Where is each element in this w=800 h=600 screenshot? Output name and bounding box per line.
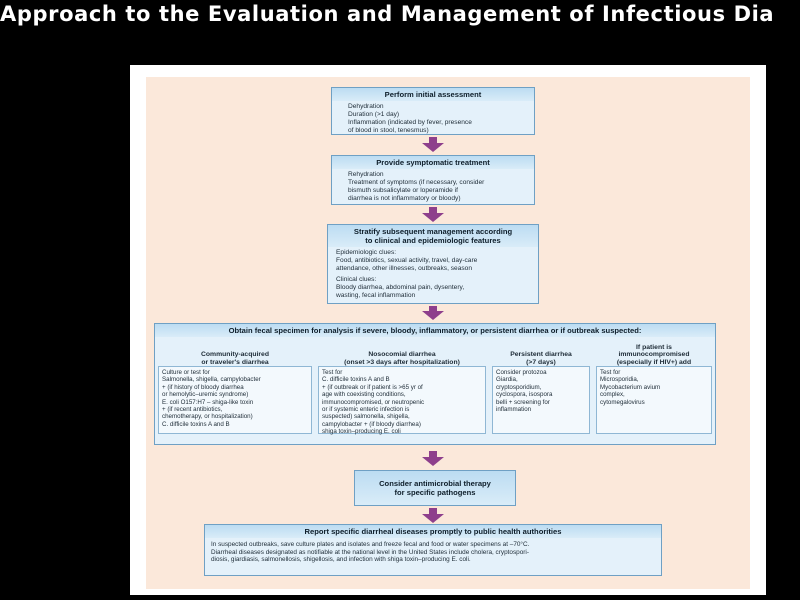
stratify-title-line: to clinical and epidemiologic features <box>365 236 501 245</box>
column-line: shiga toxin–producing E. coli <box>322 428 401 436</box>
column-line: E. coli O157:H7 – shiga-like toxin <box>162 398 254 406</box>
report-diseases-box: Report specific diarrheal diseases promp… <box>204 524 662 576</box>
clinical-clues-label: Clinical clues: <box>336 276 377 283</box>
symptomatic-line: Treatment of symptoms (if necessary, con… <box>348 179 485 186</box>
report-line: In suspected outbreaks, save culture pla… <box>211 541 530 548</box>
column-line: Test for <box>600 369 621 376</box>
column-line: immunocompromised, or neutropenic <box>322 398 425 406</box>
column-line: Culture or test for <box>162 369 210 376</box>
assessment-line: Duration (>1 day) <box>348 111 400 118</box>
column-line: suspected) salmonella, shigella, <box>322 413 410 421</box>
nosocomial-column: Nosocomial diarrhea(onset >3 days after … <box>315 342 489 436</box>
stratify-management-box: Stratify subsequent management according… <box>327 224 539 304</box>
column-line: Test for <box>322 369 343 376</box>
persistent-diarrhea-header: Persistent diarrhea(>7 days) <box>492 342 590 366</box>
antimicrobial-title-line: Consider antimicrobial therapy <box>379 479 491 488</box>
column-line: Giardia, <box>496 376 518 384</box>
nosocomial-body: Test for C. difficile toxins A and B + (… <box>318 366 486 436</box>
flowchart-panel: Perform initial assessment Dehydration D… <box>146 77 750 589</box>
antimicrobial-therapy-title: Consider antimicrobial therapy for speci… <box>355 471 515 505</box>
nosocomial-header: Nosocomial diarrhea(onset >3 days after … <box>318 342 486 366</box>
slide-title: Approach to the Evaluation and Managemen… <box>0 2 775 26</box>
column-line: + (if outbreak or if patient is >65 yr o… <box>322 383 423 391</box>
clinical-clue-line: wasting, fecal inflammation <box>336 292 416 299</box>
column-line: + (if history of bloody diarrhea <box>162 383 244 391</box>
symptomatic-line: Rehydration <box>348 171 384 178</box>
symptomatic-line: diarrhea is not inflammatory or bloody) <box>348 195 461 202</box>
assessment-line: Inflammation (indicated by fever, presen… <box>348 119 472 126</box>
column-line: C. difficile toxins A and B <box>162 420 230 428</box>
column-line: + (if recent antibiotics, <box>162 406 223 414</box>
column-header-line: Community-acquired <box>201 351 269 358</box>
column-line: Salmonella, shigella, campylobacter <box>162 376 261 384</box>
column-header-line: If patient is <box>636 343 672 351</box>
antimicrobial-therapy-box: Consider antimicrobial therapy for speci… <box>354 470 516 506</box>
stratify-management-body: Epidemiologic clues: Food, antibiotics, … <box>328 247 538 302</box>
column-line: or if systemic enteric infection is <box>322 406 410 414</box>
column-line: complex, <box>600 391 625 399</box>
clinical-clue-line: Bloody diarrhea, abdominal pain, dysente… <box>336 284 465 291</box>
stratify-management-title: Stratify subsequent management according… <box>328 225 538 247</box>
initial-assessment-body: Dehydration Duration (>1 day) Inflammati… <box>332 101 534 137</box>
column-line: belli + screening for <box>496 398 550 406</box>
column-header-line: (>7 days) <box>526 358 556 366</box>
immunocompromised-body: Test for Microsporidia, Mycobacterium av… <box>596 366 712 434</box>
column-header-line: or traveler's diarrhea <box>201 358 269 366</box>
column-header-line: (onset >3 days after hospitalization) <box>344 358 460 366</box>
column-header-line: immunocompromised <box>618 351 690 358</box>
column-line: Microsporidia, <box>600 376 639 384</box>
column-header-line: (especially if HIV+) add <box>616 358 692 366</box>
column-line: cryptosporidium, <box>496 383 542 391</box>
column-header-line: Persistent diarrhea <box>510 351 572 358</box>
column-header-line: Nosocomial diarrhea <box>368 351 436 358</box>
report-line: diosis, giardiasis, salmonellosis, shige… <box>211 556 471 564</box>
fecal-specimen-title: Obtain fecal specimen for analysis if se… <box>155 324 715 337</box>
assessment-line: of blood in stool, tenesmus) <box>348 127 429 134</box>
initial-assessment-box: Perform initial assessment Dehydration D… <box>331 87 535 135</box>
persistent-diarrhea-body: Consider protozoa Giardia, cryptosporidi… <box>492 366 590 434</box>
stratify-title-line: Stratify subsequent management according <box>353 227 513 236</box>
persistent-diarrhea-column: Persistent diarrhea(>7 days) Consider pr… <box>489 342 593 434</box>
symptomatic-treatment-box: Provide symptomatic treatment Rehydratio… <box>331 155 535 205</box>
epidemiologic-clue-line: Food, antibiotics, sexual activity, trav… <box>336 257 478 264</box>
flowchart-figure: Perform initial assessment Dehydration D… <box>130 65 766 595</box>
column-line: age with coexisting conditions, <box>322 391 406 399</box>
antimicrobial-title-line: for specific pathogens <box>394 488 476 497</box>
community-acquired-body: Culture or test for Salmonella, shigella… <box>158 366 312 434</box>
column-line: campylobacter + (if bloody diarrhea) <box>322 420 421 428</box>
symptomatic-treatment-title: Provide symptomatic treatment <box>332 156 534 169</box>
fecal-specimen-box: Obtain fecal specimen for analysis if se… <box>154 323 716 445</box>
column-line: cyclospora, isospora <box>496 391 553 399</box>
column-line: Consider protozoa <box>496 369 547 376</box>
column-line: or hemolytic–uremic syndrome) <box>162 391 249 399</box>
symptomatic-treatment-body: Rehydration Treatment of symptoms (if ne… <box>332 169 534 205</box>
report-line: Diarrheal diseases designated as notifia… <box>211 548 529 556</box>
column-line: cytomegalovirus <box>600 398 645 406</box>
report-diseases-body: In suspected outbreaks, save culture pla… <box>205 538 661 567</box>
epidemiologic-clues-label: Epidemiologic clues: <box>336 249 397 256</box>
symptomatic-line: bismuth subsalicylate or loperamide if <box>348 187 458 194</box>
initial-assessment-title: Perform initial assessment <box>332 88 534 101</box>
column-line: C. difficile toxins A and B <box>322 376 390 384</box>
assessment-line: Dehydration <box>348 103 384 110</box>
column-line: inflammation <box>496 406 532 414</box>
column-line: Mycobacterium avium <box>600 383 661 391</box>
column-line: chemotherapy, or hospitalization) <box>162 413 253 421</box>
epidemiologic-clue-line: attendance, other illnesses, outbreaks, … <box>336 265 472 272</box>
report-diseases-title: Report specific diarrheal diseases promp… <box>205 525 661 538</box>
